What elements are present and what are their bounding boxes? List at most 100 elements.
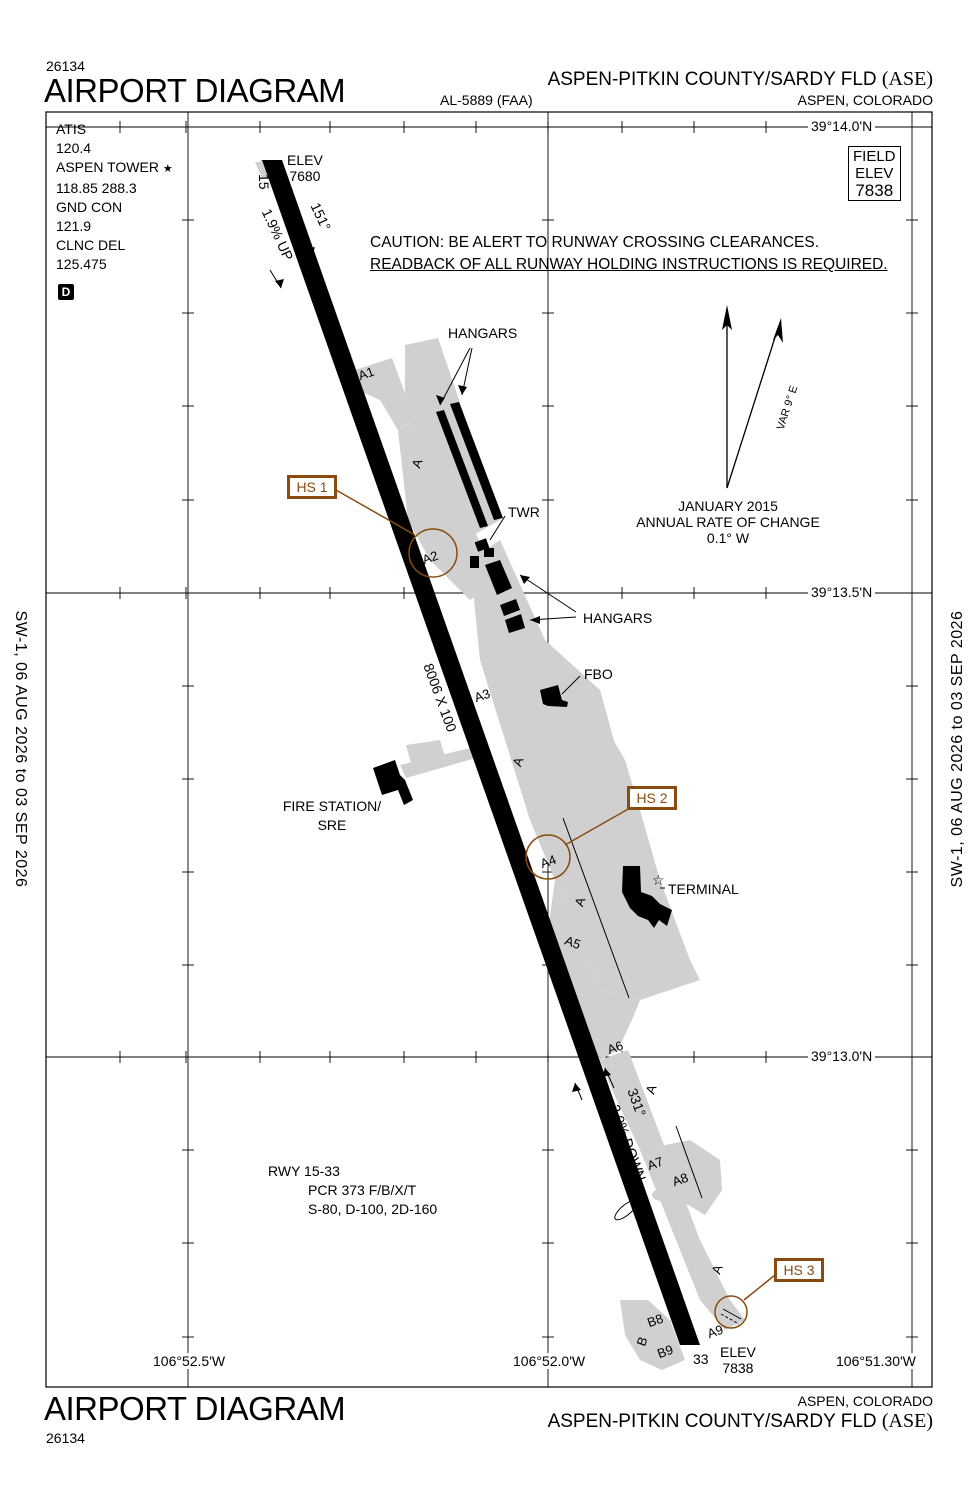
runway-info-line3: S-80, D-100, 2D-160 (308, 1201, 438, 1217)
freq-tower-label: ASPEN TOWER (56, 159, 159, 175)
magvar-rate-value: 0.1° W (706, 530, 750, 546)
magvar-info: JANUARY 2015 ANNUAL RATE OF CHANGE 0.1° … (630, 498, 826, 546)
runway-15-33 (262, 160, 700, 1345)
heading-151: 151° (308, 200, 335, 233)
airport-name-top: ASPEN-PITKIN COUNTY/SARDY FLD (ASE) (548, 68, 933, 91)
terminal-building (622, 866, 672, 928)
label-fbo: FBO (584, 666, 613, 682)
airport-name-bottom: ASPEN-PITKIN COUNTY/SARDY FLD (ASE) (548, 1410, 933, 1433)
chart-id-top: 26134 (46, 58, 85, 74)
chart-title-top: AIRPORT DIAGRAM (44, 72, 346, 109)
runway-info-line2: PCR 373 F/B/X/T (308, 1182, 417, 1198)
lat-mid: 39°13.5'N (808, 584, 876, 600)
building-small-1 (484, 548, 494, 557)
fbo-building (540, 685, 568, 707)
label-twr: TWR (508, 504, 540, 520)
lon-left: 106°52.5'W (150, 1353, 229, 1369)
runup-loop (614, 1199, 638, 1221)
hangar-long-2 (450, 402, 503, 520)
elev-south: ELEV 7838 (720, 1344, 756, 1376)
taxiway-a7: A7 (645, 1154, 665, 1174)
taxiway-a9: A9 (705, 1322, 725, 1342)
taxiway-line-a8 (675, 1125, 703, 1199)
hot-spot-hs2[interactable]: HS 2 (627, 786, 677, 810)
graticule (46, 112, 932, 1387)
field-elev-value: 7838 (855, 181, 894, 200)
taxiway-a2: A2 (420, 548, 440, 568)
taxiway-a5: A5 (563, 933, 583, 953)
magnetic-variation-symbol (722, 305, 783, 489)
building-small-2 (470, 556, 479, 568)
taxiway-a1: A1 (356, 364, 376, 384)
airport-code: (ASE) (881, 68, 933, 90)
hs3-hold-markings (720, 1308, 742, 1325)
label-hangars-mid: HANGARS (583, 610, 653, 626)
freq-clnc-label: CLNC DEL (56, 237, 126, 253)
freq-clnc-value: 125.475 (56, 256, 107, 272)
label-fire-station: FIRE STATION/ SRE (282, 797, 382, 835)
field-elevation-box: FIELD ELEV 7838 (848, 146, 901, 201)
runway-info-block: RWY 15-33 PCR 373 F/B/X/T S-80, D-100, 2… (268, 1162, 437, 1219)
hangar-mid-2 (500, 599, 520, 616)
map-frame (45, 111, 933, 1388)
runway-end-15: 15 (256, 174, 272, 190)
airport-city-top: ASPEN, COLORADO (797, 92, 933, 108)
hangar-mid-1 (485, 560, 512, 595)
chart-title-bottom: AIRPORT DIAGRAM (44, 1390, 346, 1427)
label-hangars-top: HANGARS (448, 325, 518, 341)
label-fire-station-1: FIRE STATION/ (282, 798, 382, 814)
tower-star-icon: ★ (162, 163, 173, 175)
runway-end-33: 33 (693, 1351, 709, 1367)
freq-atis-label: ATIS (56, 121, 87, 137)
caution-line-2: READBACK OF ALL RUNWAY HOLDING INSTRUCTI… (370, 256, 888, 273)
chart-id-bottom: 26134 (46, 1430, 85, 1446)
elev-north: ELEV 7680 (287, 152, 323, 184)
freq-tower-label-row: ASPEN TOWER ★ (56, 158, 173, 179)
caution-line-1: CAUTION: BE ALERT TO RUNWAY CROSSING CLE… (370, 234, 820, 251)
var-label: VAR 9° E (775, 384, 801, 431)
taxiway-line-a (562, 817, 630, 999)
elev-north-label: ELEV (287, 152, 323, 168)
taxiway-a3: A3 (472, 686, 492, 706)
taxiway-b8: B8 (645, 1311, 665, 1331)
elev-south-label: ELEV (720, 1344, 756, 1360)
fire-station-building (373, 760, 413, 805)
elev-south-value: 7838 (722, 1360, 754, 1376)
freq-tower-value: 118.85 288.3 (56, 180, 137, 196)
label-terminal: TERMINAL (668, 881, 739, 897)
airport-city-bottom: ASPEN, COLORADO (797, 1393, 933, 1409)
airport-name-bottom-text: ASPEN-PITKIN COUNTY/SARDY FLD (547, 1411, 877, 1432)
label-arrowheads (275, 247, 611, 1092)
taxiway-a8: A8 (670, 1170, 690, 1190)
frequency-block: ATIS 120.4 ASPEN TOWER ★ 118.85 288.3 GN… (56, 120, 173, 274)
hangar-long-1 (436, 410, 488, 528)
field-elev-line1: FIELD (853, 148, 896, 165)
al-number: AL-5889 (FAA) (440, 92, 533, 108)
taxiway-a-south2: A (642, 1082, 659, 1096)
freq-atis-value: 120.4 (56, 140, 92, 156)
freq-gnd-value: 121.9 (56, 218, 92, 234)
terminal-star-icon: ☆ (652, 872, 665, 888)
lon-right: 106°51.30'W (833, 1353, 919, 1369)
lat-bot: 39°13.0'N (808, 1048, 876, 1064)
freq-gnd-label: GND CON (56, 199, 123, 215)
taxiway-b9: B9 (655, 1342, 675, 1362)
d-badge-icon: D (58, 284, 74, 300)
field-elev-line2: ELEV (855, 165, 894, 182)
lat-top: 39°14.0'N (808, 118, 876, 134)
taxiway-labels: A1 A2 A3 A4 A5 A6 A7 A8 A9 B8 B9 A A A A… (356, 364, 726, 1362)
runway-info-line1: RWY 15-33 (268, 1163, 340, 1179)
hot-spot-markers (335, 489, 776, 1329)
taxiway-a6: A6 (605, 1038, 625, 1058)
magvar-rate-title: ANNUAL RATE OF CHANGE (636, 514, 820, 530)
airport-name-text: ASPEN-PITKIN COUNTY/SARDY FLD (547, 69, 877, 90)
taxiway-a4: A4 (538, 852, 558, 872)
lon-mid: 106°52.0'W (510, 1353, 589, 1369)
hangar-mid-3 (505, 614, 525, 633)
magvar-date: JANUARY 2015 (678, 498, 778, 514)
hot-spot-hs1[interactable]: HS 1 (287, 475, 337, 499)
hot-spot-hs3[interactable]: HS 3 (774, 1258, 824, 1282)
label-fire-station-2: SRE (317, 817, 347, 833)
airport-code-bottom: (ASE) (881, 1410, 933, 1432)
